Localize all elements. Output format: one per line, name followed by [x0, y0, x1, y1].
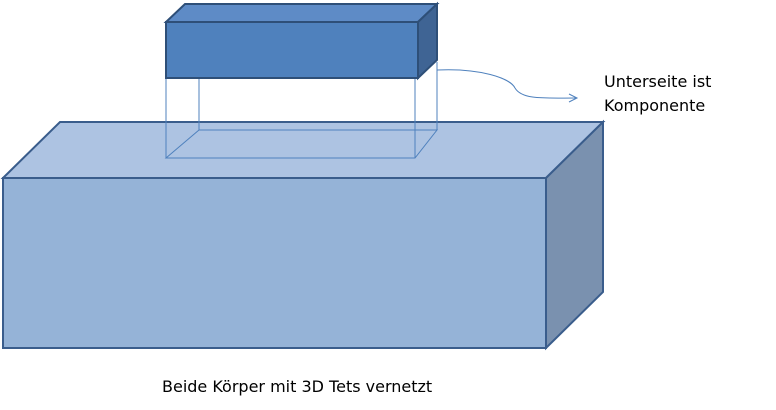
small-block-top-face [163, 3, 440, 23]
annotation-line-1: Unterseite ist [604, 72, 712, 91]
annotation-label: Unterseite ist Komponente [604, 70, 711, 118]
large-block-front-face [2, 177, 547, 349]
annotation-arrow [436, 69, 579, 103]
annotation-line-2: Komponente [604, 96, 706, 115]
large-block [0, 119, 606, 351]
caption: Beide Körper mit 3D Tets vernetzt [162, 377, 433, 396]
small-block-front-face [165, 21, 419, 79]
footprint-outline [164, 129, 439, 159]
arrow-head [568, 93, 579, 103]
projection-lines [164, 62, 439, 159]
small-block [163, 1, 440, 81]
